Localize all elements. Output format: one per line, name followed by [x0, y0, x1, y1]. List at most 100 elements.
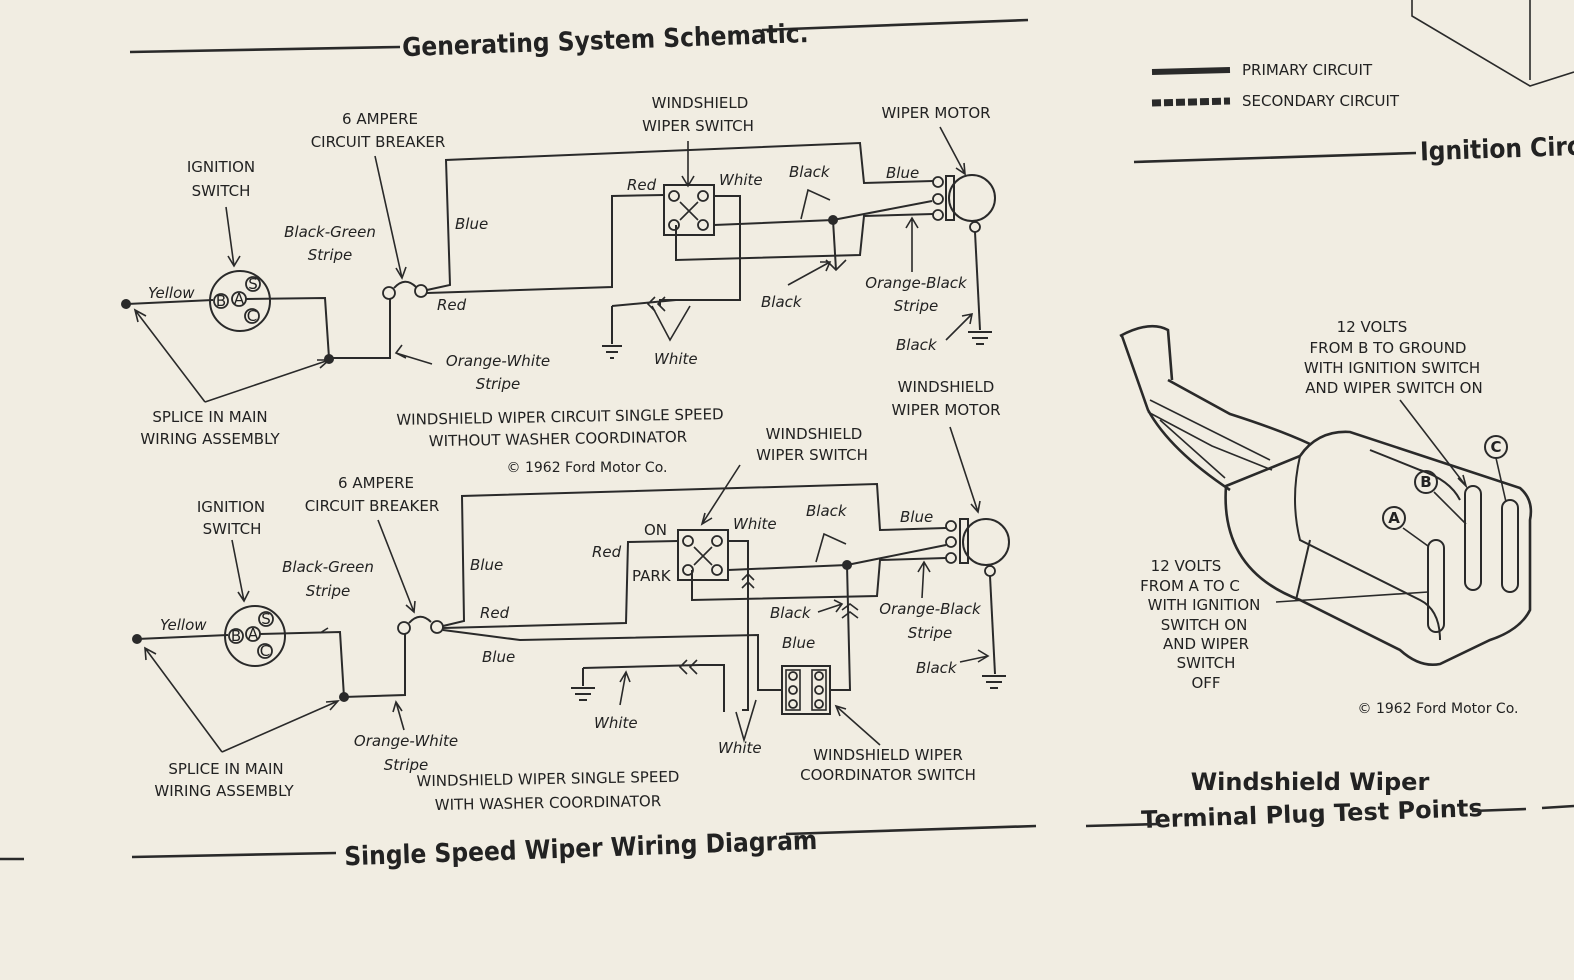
d2-red-mid: Red [480, 604, 510, 622]
d2-switch-label-2: WIPER SWITCH [756, 446, 868, 464]
d2-splice-2: WIRING ASSEMBLY [154, 782, 294, 800]
letter-a: A [1388, 509, 1400, 527]
d2-ignition-label-2: SWITCH [203, 520, 262, 538]
wire-blue-low-2 [442, 629, 782, 691]
heading-terminal-line2: Terminal Plug Test Points [1141, 794, 1483, 834]
d1-copyright: © 1962 Ford Motor Co. [507, 460, 668, 476]
svg-text:S: S [261, 610, 271, 628]
wiper-switch-2 [677, 529, 729, 581]
plug-top-note-2: FROM B TO GROUND [1310, 339, 1467, 357]
breaker-terminal-in-1 [382, 286, 396, 300]
breaker-terminal-out-1 [414, 284, 428, 298]
d1-breaker-label-2: CIRCUIT BREAKER [311, 133, 446, 151]
heading-generating: Generating System Schematic. [129, 18, 1029, 63]
d1-red-top: Red [627, 176, 657, 194]
d2-caption-1: WINDSHIELD WIPER SINGLE SPEED [416, 768, 679, 791]
legend-secondary-label: SECONDARY CIRCUIT [1242, 92, 1400, 110]
wire-white-2 [728, 540, 749, 711]
plug-top-note-4: AND WIPER SWITCH ON [1305, 379, 1482, 397]
d2-coordinator-1: WINDSHIELD WIPER [813, 746, 963, 764]
letter-a-circle [1382, 506, 1406, 530]
d1-orange-white-1: Orange-White [446, 352, 550, 370]
d2-black-top: Black [806, 502, 848, 520]
d2-orange-white-2: Stripe [384, 756, 429, 774]
d2-red-sw: Red [592, 543, 622, 561]
d2-orange-black-2: Stripe [908, 624, 953, 642]
legend: PRIMARY CIRCUIT SECONDARY CIRCUIT [1151, 61, 1400, 110]
d1-orange-white-2: Stripe [476, 375, 521, 393]
slot-b [1464, 485, 1482, 591]
d2-breaker-label-2: CIRCUIT BREAKER [305, 497, 440, 515]
plug-top-note-1: 12 VOLTS [1337, 318, 1408, 336]
ground-1a [602, 345, 622, 359]
d2-white-left: White [594, 714, 638, 732]
wire-red-1 [426, 194, 665, 294]
d1-black-gnd: Black [896, 336, 938, 354]
plug-copyright: © 1962 Ford Motor Co. [1358, 701, 1519, 717]
breaker-2 [408, 615, 432, 624]
slot-c [1501, 499, 1519, 593]
wire-yellow-2 [136, 634, 229, 640]
coordinator-switch [781, 665, 831, 715]
wire-white-gnd-1 [611, 299, 677, 307]
d1-orange-black-1: Orange-Black [865, 274, 968, 292]
d2-switch-label-1: WINDSHIELD [766, 425, 863, 443]
d2-blue-coord: Blue [782, 634, 815, 652]
ignition-switch-2: B A S C [224, 605, 286, 667]
wiper-motor-1 [932, 174, 996, 345]
plug-left-note-1: 12 VOLTS [1151, 557, 1222, 575]
d1-yellow: Yellow [148, 284, 195, 302]
d1-switch-label-2: WIPER SWITCH [642, 117, 754, 135]
d2-on: ON [644, 521, 667, 539]
d2-blue-motor: Blue [900, 508, 933, 526]
d2-orange-black-1: Orange-Black [879, 600, 982, 618]
wire-orange-black-1 [675, 213, 934, 262]
d2-ignition-label-1: IGNITION [197, 498, 265, 516]
d1-red-low: Red [437, 296, 467, 314]
d2-motor-label-1: WINDSHIELD [898, 378, 995, 396]
plug-top-note-3: WITH IGNITION SWITCH [1304, 359, 1480, 377]
plug-left-note-5: AND WIPER [1163, 635, 1249, 653]
svg-text:A: A [234, 290, 245, 308]
d2-caption-2: WITH WASHER COORDINATOR [435, 792, 662, 814]
wire-black-green-1 [245, 294, 391, 359]
d2-black-gnd: Black [916, 659, 958, 677]
diagram-without-washer: B A S C [121, 94, 996, 476]
wire-black-switch-2 [727, 544, 947, 571]
d1-caption-1: WINDSHIELD WIPER CIRCUIT SINGLE SPEED [396, 405, 723, 429]
d2-splice-1: SPLICE IN MAIN [168, 760, 283, 778]
ground-2b [982, 675, 1006, 689]
plug-left-note-4: SWITCH ON [1161, 616, 1248, 634]
d2-coordinator-2: COORDINATOR SWITCH [800, 766, 976, 784]
d2-motor-label-2: WIPER MOTOR [891, 401, 1000, 419]
d1-black-mid: Black [761, 293, 803, 311]
wire-white-1 [659, 195, 741, 306]
d1-blue: Blue [455, 215, 488, 233]
d2-black-mid: Black [770, 604, 812, 622]
wire-blue-1 [426, 141, 934, 291]
wire-blue-2 [442, 482, 947, 627]
d1-ignition-label-1: IGNITION [187, 158, 255, 176]
svg-text:A: A [248, 625, 259, 643]
d2-blue: Blue [470, 556, 503, 574]
d2-yellow: Yellow [160, 616, 207, 634]
legend-primary-swatch [1151, 67, 1231, 75]
d1-blue-motor: Blue [886, 164, 919, 182]
d2-white-top: White [733, 515, 777, 533]
wire-red-2 [442, 540, 679, 629]
heading-ignition: Ignition Circ [1133, 0, 1574, 167]
d2-blue-low: Blue [482, 648, 515, 666]
d1-black-green-1: Black-Green [284, 223, 376, 241]
plug-left-note-7: OFF [1191, 674, 1220, 692]
letter-b-circle [1414, 470, 1438, 494]
diagram-with-washer: B A S C [132, 378, 1010, 814]
d2-white-bottom: White [718, 739, 762, 757]
heading-terminal: Windshield Wiper Terminal Plug Test Poin… [1085, 768, 1574, 834]
d1-switch-label-1: WINDSHIELD [652, 94, 749, 112]
d2-orange-white-1: Orange-White [354, 732, 458, 750]
d1-motor-label: WIPER MOTOR [881, 104, 990, 122]
terminal-plug: A B C 12 VOLTS FROM B TO GROUND WITH IGN… [1119, 318, 1533, 717]
d1-orange-black-2: Stripe [894, 297, 939, 315]
d1-white-top: White [719, 171, 763, 189]
